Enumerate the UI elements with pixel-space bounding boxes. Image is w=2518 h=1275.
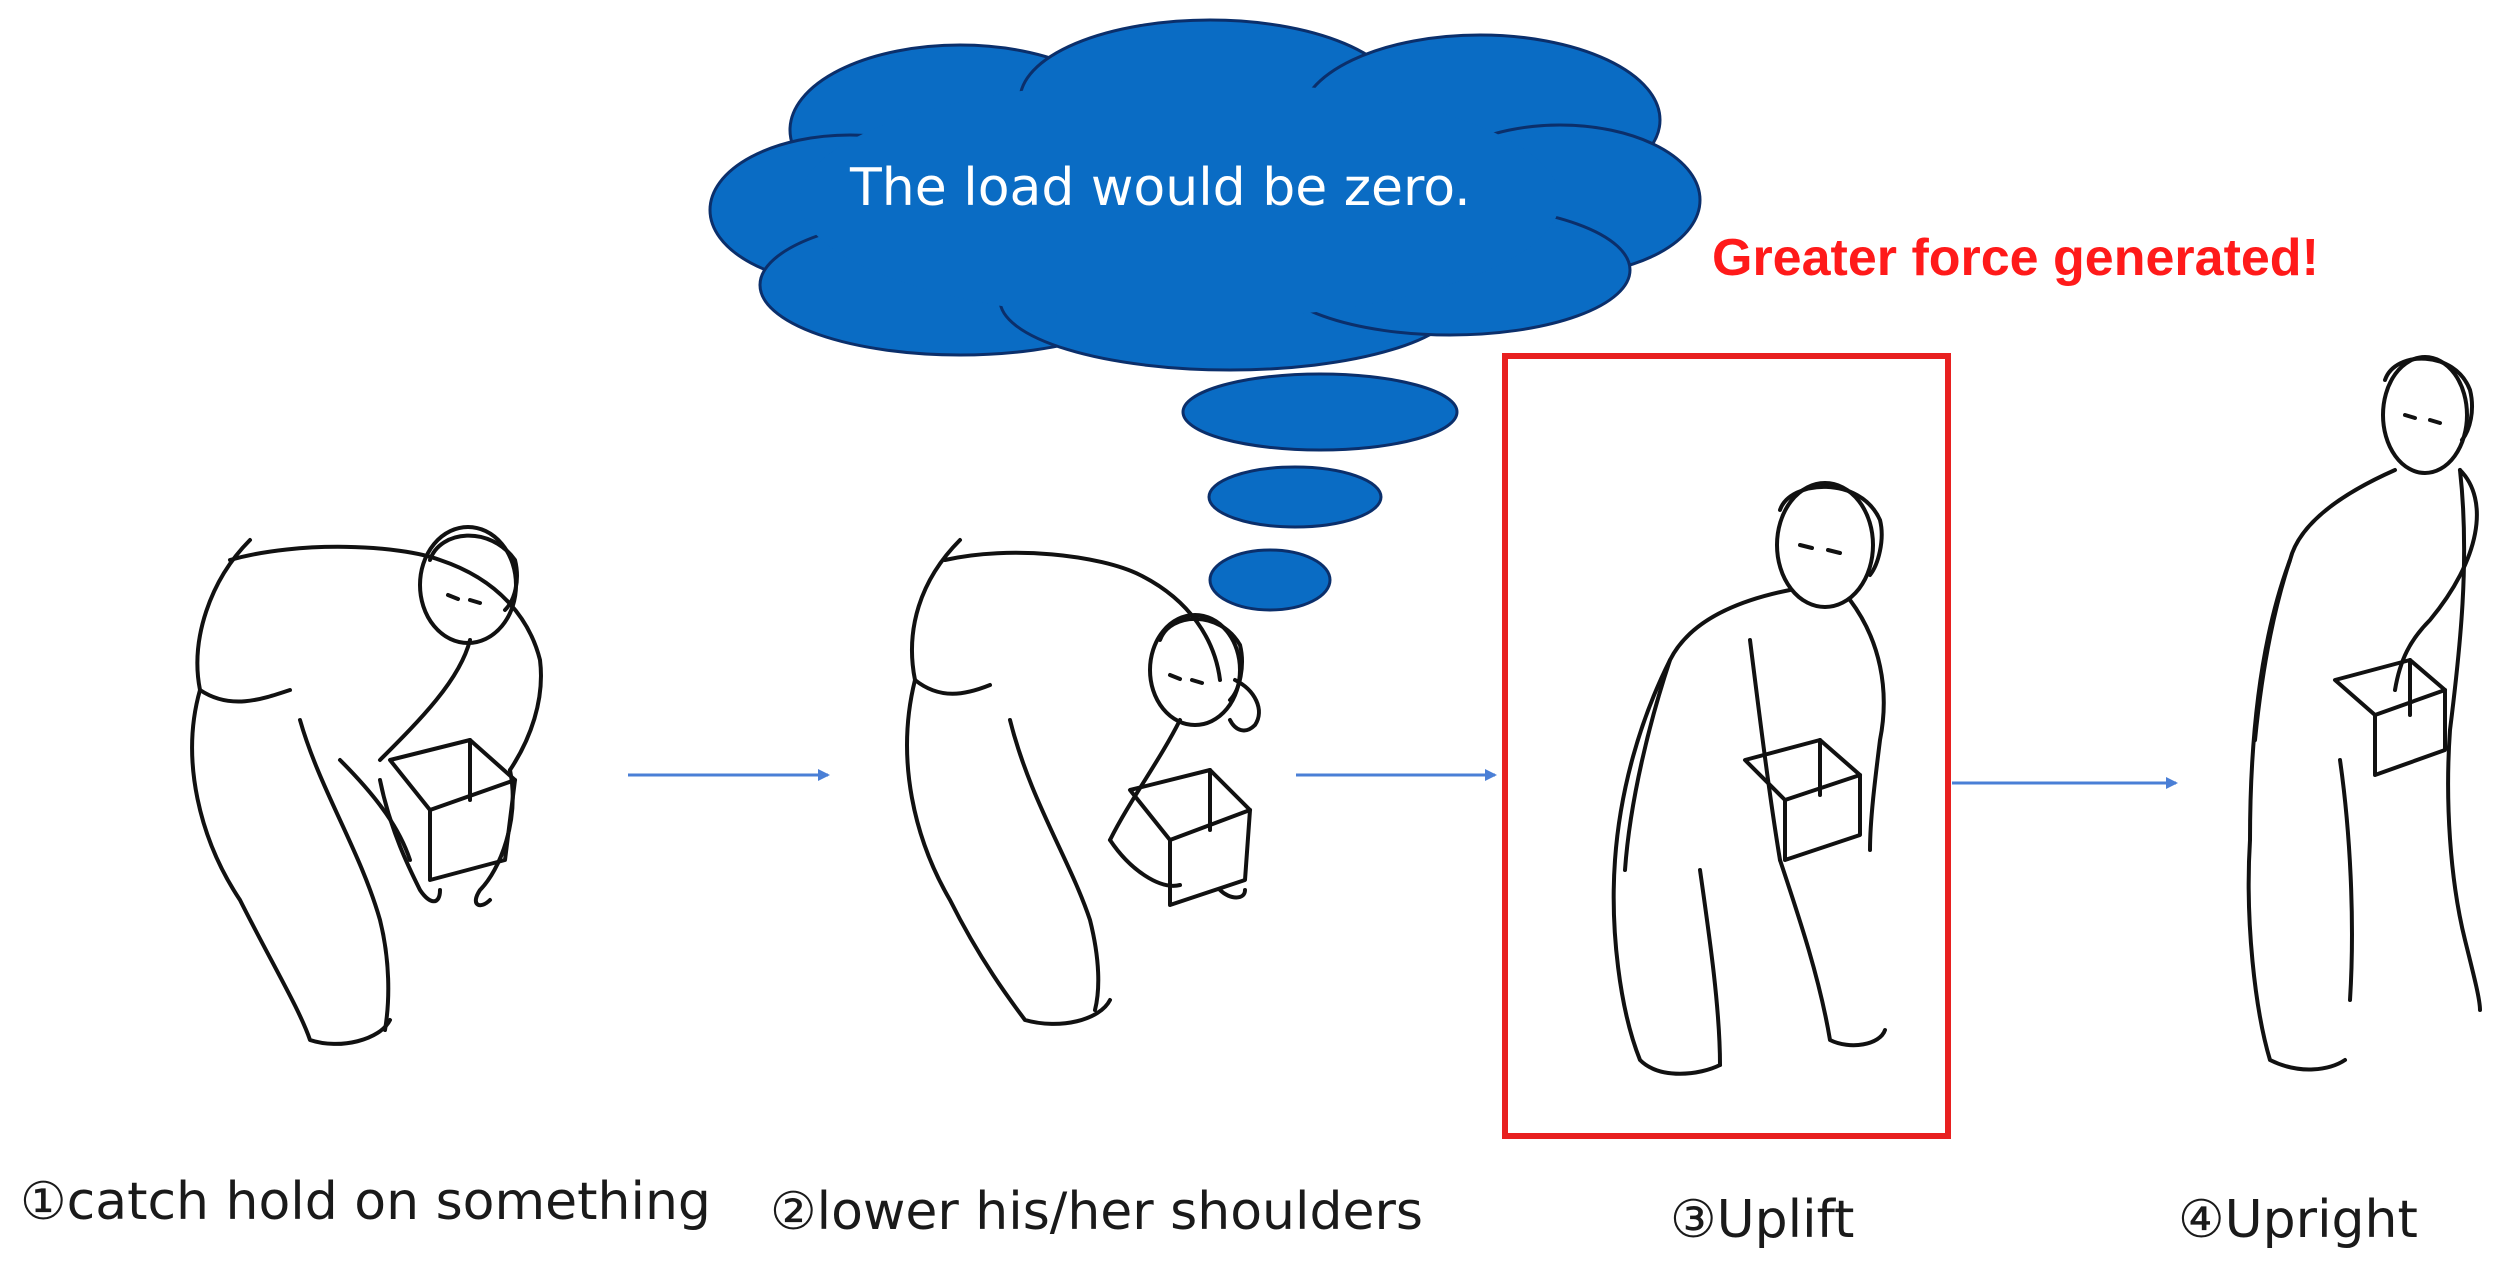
step-4-caption: ④Upright <box>2178 1190 2418 1250</box>
step-2-caption: ②lower his/her shoulders <box>770 1182 1423 1242</box>
thought-bubble <box>708 18 1702 612</box>
highlight-box <box>1502 353 1951 1139</box>
figure-uplift <box>1611 481 1887 1076</box>
thought-bubble-text: The load would be zero. <box>850 158 1471 218</box>
step-3-caption: ③Uplift <box>1670 1190 1855 1250</box>
figure-lower-shoulders <box>905 538 1261 1026</box>
figure-upright <box>2246 355 2482 1072</box>
step-1-caption: ①catch hold on something <box>20 1172 711 1232</box>
greater-force-label: Greater force generated! <box>1712 229 2319 287</box>
figure-catch-hold <box>190 525 543 1046</box>
